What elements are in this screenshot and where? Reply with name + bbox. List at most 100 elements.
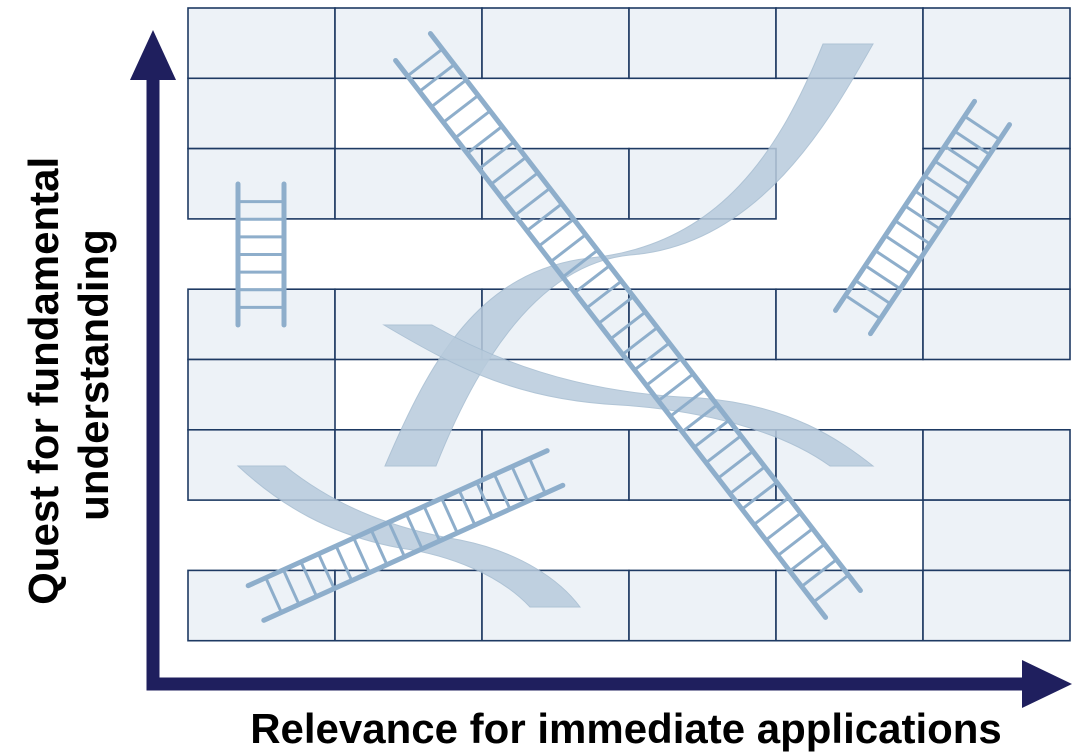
ladder-rung [430,78,468,109]
ladder-rung [510,465,530,502]
ladder-rung [502,171,539,201]
axes [130,30,1072,708]
ladder-rung [422,505,442,542]
x-axis-label: Relevance for immediate applications [250,705,1002,752]
ladder-rung [621,326,659,356]
grid-cell [922,499,1071,572]
ladder-rung [693,419,730,449]
ladder-rung [669,388,707,418]
ladder-rung [633,341,671,372]
ladder-rung [657,372,695,403]
ladder-rung [585,279,623,310]
ladder-rung [466,125,503,155]
ladder-rung [812,573,850,604]
ladder-rung [440,497,459,534]
ladder-rung [953,129,991,156]
ladder-rung [442,94,480,124]
grid-cell [187,358,336,431]
ladder-rung [475,481,494,518]
grid-cell [922,569,1071,642]
ladder-rung [844,294,882,320]
grid-cell [922,428,1071,501]
ladder-rail [261,482,566,623]
ladder-rung [914,189,951,216]
grid-cell [187,77,336,150]
ladder-rung [573,264,611,294]
grid-cell [922,218,1071,290]
ladder-rung [490,156,527,186]
ladder-rung [963,115,1001,141]
grid-cell [628,288,777,361]
ladder-rung [405,513,424,550]
ladder-rung [764,512,802,542]
grid-cell [628,7,777,80]
grid-cell [187,147,336,220]
ladder-icon [393,31,863,620]
ladder-rung [609,310,647,341]
ladder-rung [884,234,921,261]
ladder-rung [317,553,336,590]
grid-cell [922,147,1071,220]
grid-cell [187,7,336,80]
ladder-rung [874,249,912,276]
ladder-rung [299,561,318,598]
snake-icon [384,43,874,467]
ladder-rung [418,63,456,93]
ladder-rung [281,569,301,606]
ladder-rung [538,218,575,248]
ladder-rung [454,109,492,139]
ladder-rung [561,248,599,279]
ladder-rung [741,481,778,511]
snakes-group [236,43,875,608]
ladder-rung [352,537,371,574]
ladder-rung [369,529,389,566]
ladder-rung [387,521,406,558]
grid-cell [922,7,1071,80]
ladder-icon [833,98,1012,337]
snake-icon [382,324,875,467]
ladder-rung [681,403,718,433]
ladder-rung [924,174,961,201]
ladder-rung [478,140,515,170]
grid-cell [775,288,924,361]
ladders-group [235,31,1012,623]
vertical-axis [146,72,1028,691]
ladder-rung [933,159,971,186]
grid-cell [334,147,483,220]
ladder-rung [729,465,766,495]
ladder-rung [645,357,683,387]
ladder-icon [235,181,287,328]
grid-cell [922,288,1071,361]
up-arrow-icon [130,30,176,80]
ladder-rung [597,295,635,325]
grid-cell [187,288,336,361]
ladder-rung [493,473,512,510]
ladder-rung [753,496,790,526]
ladder-icon [245,448,566,623]
ladder-rung [264,577,283,613]
ladder-rung [894,219,931,246]
grid-cell [628,569,777,642]
ladder-rung [514,187,551,217]
ladder-rung [904,204,941,231]
ladder-rung [528,458,547,494]
ladder-rung [334,545,354,582]
ladder-rung [705,434,742,464]
ladder-rung [717,450,754,480]
ladder-rail [245,448,550,589]
ladder-rung [526,202,563,232]
board-grid [187,7,1071,642]
grid-cell [481,7,630,80]
ladder-rung [788,542,826,573]
ladder-rung [406,47,444,78]
ladder-rung [854,279,892,306]
ladder-rung [549,233,587,263]
y-axis-label-line-2: understanding [70,229,117,521]
right-arrow-icon [1022,660,1072,708]
y-axis-label: Quest for fundamental understanding [20,145,117,605]
ladder-rung [864,264,902,291]
ladder-rung [800,558,838,588]
ladder-rung [457,489,477,526]
ladder-rung [776,527,814,557]
